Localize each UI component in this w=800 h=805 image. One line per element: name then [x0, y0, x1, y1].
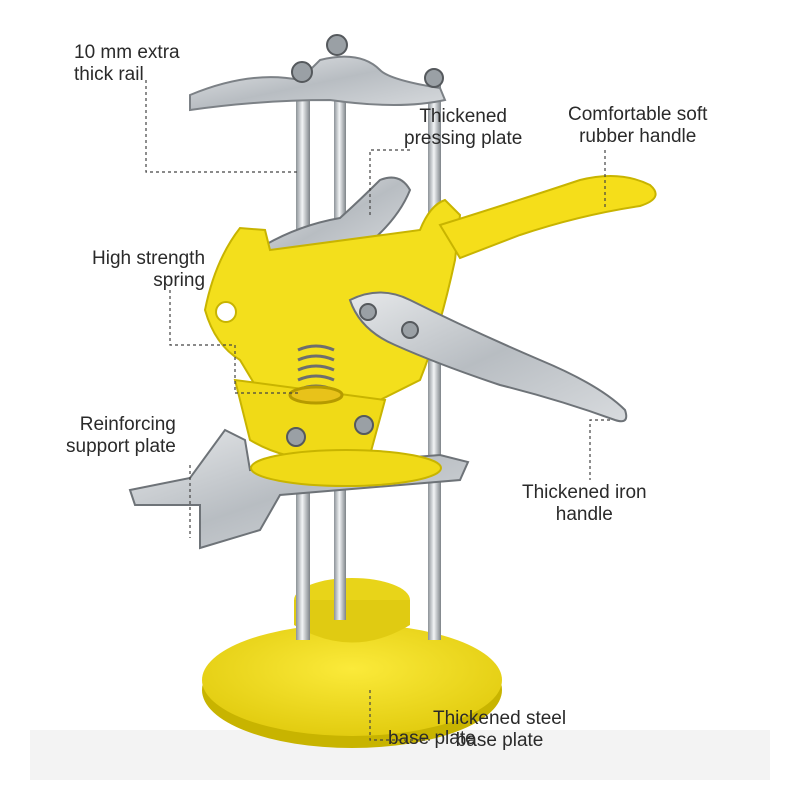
- label-spring-line1: High strength: [92, 248, 206, 269]
- label-steel-base-line2: base plate: [455, 730, 544, 751]
- label-rail-line2: thick rail: [74, 64, 144, 85]
- label-soft-handle-line1: Comfortable soft: [568, 104, 708, 125]
- label-pressing-plate-line1: Thickened: [419, 106, 507, 127]
- label-iron-handle: Thickened iron handle: [522, 482, 647, 526]
- spring: [288, 344, 344, 405]
- label-pressing-plate: Thickened pressing plate: [404, 106, 522, 150]
- label-support-plate-line2: support plate: [66, 436, 176, 457]
- label-overlap-line: base plate: [388, 728, 476, 749]
- soft-rubber-handle: [438, 175, 657, 260]
- label-steel-base-line1: Thickened steel: [433, 708, 567, 729]
- label-spring: High strength spring: [92, 248, 205, 292]
- label-rail-line1: 10 mm extra: [74, 42, 180, 63]
- label-support-plate: Reinforcing support plate: [66, 414, 176, 458]
- reinforcing-support-plate: [128, 428, 470, 550]
- callout-lines: [145, 80, 610, 741]
- label-overlap-text: base plate: [388, 728, 476, 750]
- label-pressing-plate-line2: pressing plate: [404, 128, 523, 149]
- label-soft-handle-line2: rubber handle: [579, 126, 697, 147]
- label-spring-line2: spring: [153, 270, 206, 291]
- steel-base-plate: [202, 578, 502, 748]
- label-rail: 10 mm extra thick rail: [74, 42, 180, 86]
- label-support-plate-line1: Reinforcing: [79, 414, 176, 435]
- label-iron-handle-line1: Thickened iron: [522, 482, 647, 503]
- label-soft-handle: Comfortable soft rubber handle: [568, 104, 707, 148]
- top-rail-plate: [189, 34, 447, 112]
- iron-handle: [348, 291, 628, 423]
- label-iron-handle-line2: handle: [555, 504, 613, 525]
- label-steel-base: Thickened steel base plate: [433, 708, 566, 752]
